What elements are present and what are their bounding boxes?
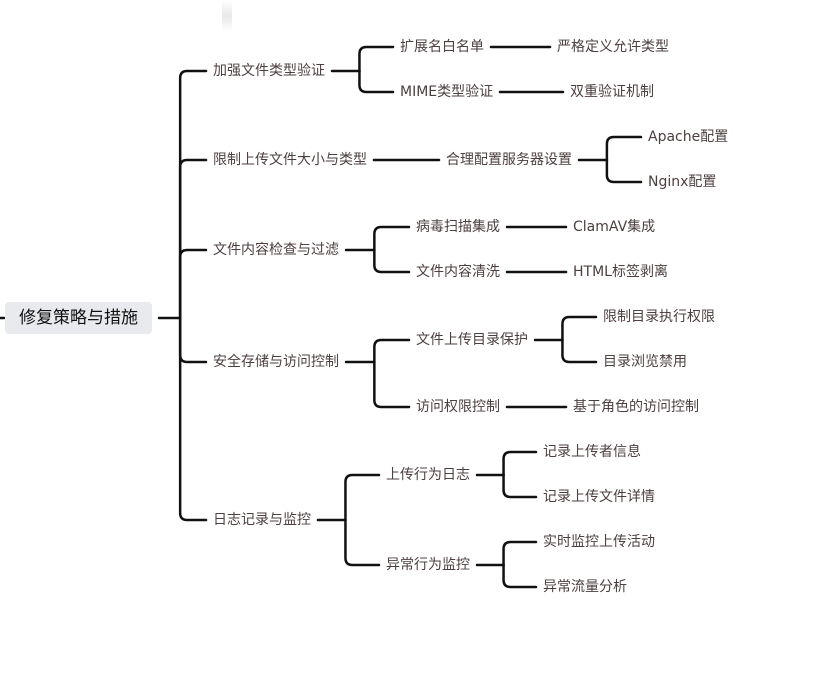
connector-n-3-0-1 bbox=[561, 338, 598, 364]
connector-n-4-0-0 bbox=[502, 450, 538, 477]
node-access-control[interactable]: 访问权限控制 bbox=[416, 399, 500, 415]
root-node[interactable]: 修复策略与措施 bbox=[5, 302, 152, 334]
node-upload-dir-protect[interactable]: 文件上传目录保护 bbox=[416, 332, 528, 348]
leaf-apache-config[interactable]: Apache配置 bbox=[648, 129, 729, 145]
connector-n-4-0 bbox=[344, 473, 381, 522]
connector-n-4-1-1 bbox=[502, 563, 538, 589]
leaf-no-exec[interactable]: 限制目录执行权限 bbox=[603, 309, 715, 325]
node-server-config[interactable]: 合理配置服务器设置 bbox=[446, 152, 572, 168]
leaf-file-details[interactable]: 记录上传文件详情 bbox=[543, 489, 655, 505]
leaf-traffic-analysis[interactable]: 异常流量分析 bbox=[543, 579, 627, 595]
leaf-html-strip[interactable]: HTML标签剥离 bbox=[573, 264, 668, 280]
node-content-sanitize[interactable]: 文件内容清洗 bbox=[416, 264, 500, 280]
leaf-rbac[interactable]: 基于角色的访问控制 bbox=[573, 399, 699, 415]
connector-n-3-0 bbox=[373, 338, 411, 364]
leaf-clamav[interactable]: ClamAV集成 bbox=[573, 219, 656, 235]
connector-n-0-1 bbox=[358, 69, 395, 94]
connector-n-root-2 bbox=[178, 248, 208, 320]
connector-n-4-1-0 bbox=[502, 540, 538, 567]
node-virus-scan[interactable]: 病毒扫描集成 bbox=[416, 219, 500, 235]
connector-n-3-0-0 bbox=[561, 315, 598, 342]
connector-n-1-0-1 bbox=[605, 158, 643, 184]
faded-mark bbox=[222, 0, 232, 32]
branch-secure-storage[interactable]: 安全存储与访问控制 bbox=[213, 354, 339, 370]
connector-n-3-1 bbox=[373, 360, 411, 409]
connector-n-1-0-0 bbox=[605, 135, 643, 162]
connector-n-root-0 bbox=[178, 69, 208, 320]
branch-file-type-validation[interactable]: 加强文件类型验证 bbox=[213, 63, 325, 79]
leaf-no-browse[interactable]: 目录浏览禁用 bbox=[603, 354, 687, 370]
node-extension-whitelist[interactable]: 扩展名白名单 bbox=[400, 39, 484, 55]
leaf-nginx-config[interactable]: Nginx配置 bbox=[648, 174, 717, 190]
connector-n-4-0-1 bbox=[502, 473, 538, 499]
branch-limit-size-type[interactable]: 限制上传文件大小与类型 bbox=[213, 152, 367, 168]
connector-n-4-1 bbox=[344, 518, 381, 567]
connector-n-root-1 bbox=[178, 158, 208, 320]
connector-n-root-3 bbox=[178, 316, 208, 364]
connector-n-root-4 bbox=[178, 316, 208, 522]
node-mime-validation[interactable]: MIME类型验证 bbox=[400, 84, 494, 100]
node-upload-log[interactable]: 上传行为日志 bbox=[386, 467, 470, 483]
connector-n-2-1 bbox=[373, 248, 411, 274]
leaf-uploader-info[interactable]: 记录上传者信息 bbox=[543, 444, 641, 460]
leaf-double-verify[interactable]: 双重验证机制 bbox=[570, 84, 654, 100]
leaf-realtime-monitor[interactable]: 实时监控上传活动 bbox=[543, 534, 655, 550]
node-anomaly-monitor[interactable]: 异常行为监控 bbox=[386, 557, 470, 573]
connector-n-0-0 bbox=[358, 45, 395, 73]
connector-n-2-0 bbox=[373, 225, 411, 252]
leaf-strict-types[interactable]: 严格定义允许类型 bbox=[557, 39, 669, 55]
branch-content-check[interactable]: 文件内容检查与过滤 bbox=[213, 242, 339, 258]
branch-logging-monitoring[interactable]: 日志记录与监控 bbox=[213, 512, 311, 528]
